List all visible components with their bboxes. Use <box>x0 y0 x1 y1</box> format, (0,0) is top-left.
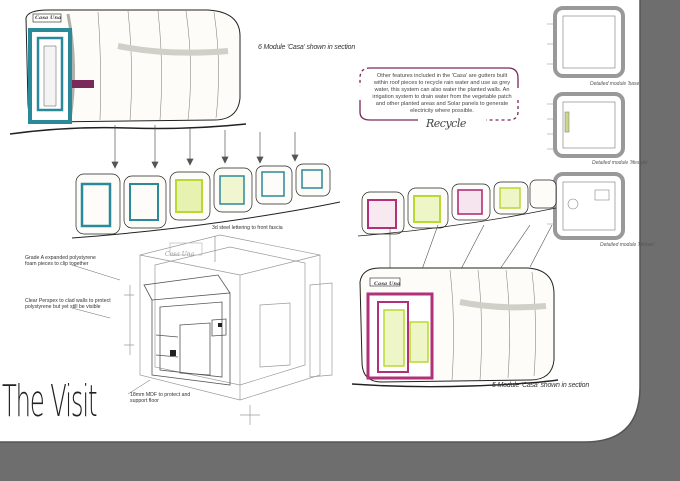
six-modules-row <box>72 163 341 239</box>
caption-top: 6 Module 'Casa' shown in section <box>258 44 356 51</box>
plan-caption-1: Detailed module 'base' <box>590 81 641 87</box>
info-box-frame <box>359 67 519 121</box>
sign-bottom: Casa Una <box>374 281 401 287</box>
five-module-sketch <box>351 267 559 388</box>
info-text: Other features included in the 'Casa' ar… <box>372 73 512 114</box>
sign-axo: Casa Una <box>165 251 195 258</box>
callout-perspex: Clear Perspex to clad walls to protect p… <box>25 298 111 311</box>
recycle-label: Recycle <box>426 117 466 130</box>
connector-lines-bottom <box>389 225 553 276</box>
callout-polystyrene: Grade A expanded polystyrene foam pieces… <box>25 255 96 268</box>
exploded-axonometric <box>124 234 333 425</box>
callout-lettering: 3d steel lettering to front fascia <box>212 225 283 231</box>
connector-arrows-top <box>111 125 299 169</box>
caption-bottom: 5 Module 'Casa' shown in section <box>492 382 590 389</box>
plan-caption-3: Detailed module 'kitchen' <box>600 242 656 248</box>
page-title: The Visit <box>2 376 97 427</box>
sign-top: Casa Una <box>35 15 62 21</box>
callout-mdf: 18mm MDF to protect and support floor <box>130 392 191 405</box>
five-modules-row <box>358 179 557 237</box>
six-module-sketch <box>9 9 247 135</box>
plan-caption-2: Detailed module 'lifestyle' <box>592 160 649 166</box>
